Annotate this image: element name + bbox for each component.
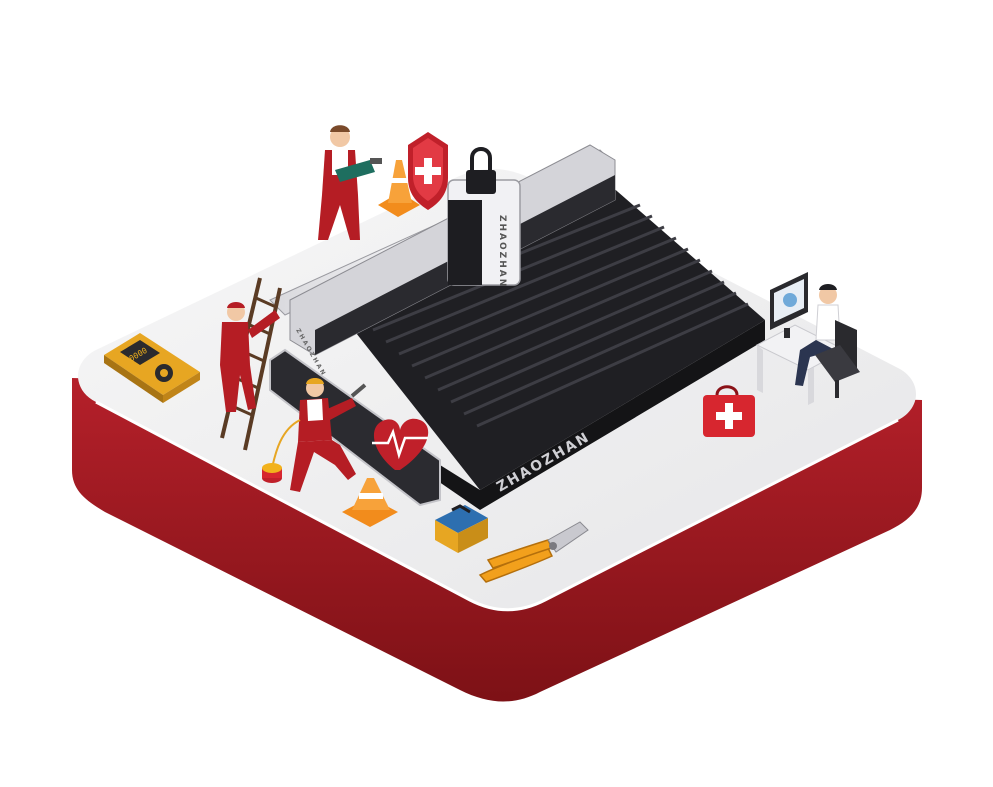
gantry-brand-label: ZHAOZHAN [497, 215, 507, 288]
traffic-cone-icon [378, 160, 420, 217]
worker-with-drill [318, 125, 382, 240]
first-aid-kit-icon [703, 385, 755, 437]
heartbeat-icon [372, 418, 429, 470]
toolbox-icon [435, 504, 488, 553]
computer-monitor-icon [770, 272, 808, 338]
cutting-head-panel [448, 200, 482, 285]
computer-desk [755, 272, 860, 405]
worker-on-ladder [220, 277, 282, 451]
pliers-icon [478, 521, 589, 583]
kneeling-worker [262, 378, 367, 492]
office-chair-icon [815, 320, 860, 398]
platform-edge-highlight [95, 400, 899, 612]
shield-cross-icon [408, 132, 448, 210]
padlock-icon [466, 147, 496, 194]
gas-cylinder-icon [262, 463, 282, 483]
multimeter-icon: 0000 [104, 333, 200, 403]
traffic-cone-icon [342, 478, 398, 527]
operator-at-computer [795, 284, 841, 386]
